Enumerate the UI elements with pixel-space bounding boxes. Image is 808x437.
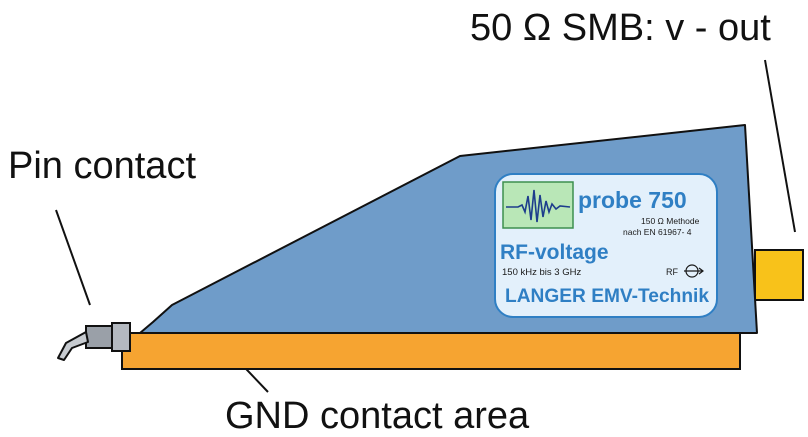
- frequency-range-label: 150 kHz bis 3 GHz: [502, 267, 581, 278]
- gnd-contact-callout: GND contact area: [225, 395, 530, 437]
- pin-leader-line: [55, 209, 91, 306]
- svg-text:RF: RF: [666, 267, 678, 277]
- method-label: 150 Ω Methode: [641, 216, 700, 226]
- waveform-icon: [502, 181, 574, 229]
- gnd-contact-plate: [121, 332, 741, 370]
- probe-type-label: RF-voltage: [500, 241, 609, 264]
- probe-model-label: probe 750: [578, 187, 687, 213]
- standard-label: nach EN 61967- 4: [623, 227, 692, 237]
- output-leader-line: [764, 59, 796, 233]
- probe-label-panel: probe 750 150 Ω Methode nach EN 61967- 4…: [494, 173, 718, 318]
- rf-output-icon: RF: [666, 264, 704, 278]
- manufacturer-label: LANGER EMV-Technik: [505, 286, 709, 307]
- smb-connector: [754, 249, 804, 301]
- pin-contact-callout: Pin contact: [8, 145, 196, 187]
- output-connector-callout: 50 Ω SMB: v - out: [470, 7, 771, 49]
- pin-contact: [57, 322, 131, 361]
